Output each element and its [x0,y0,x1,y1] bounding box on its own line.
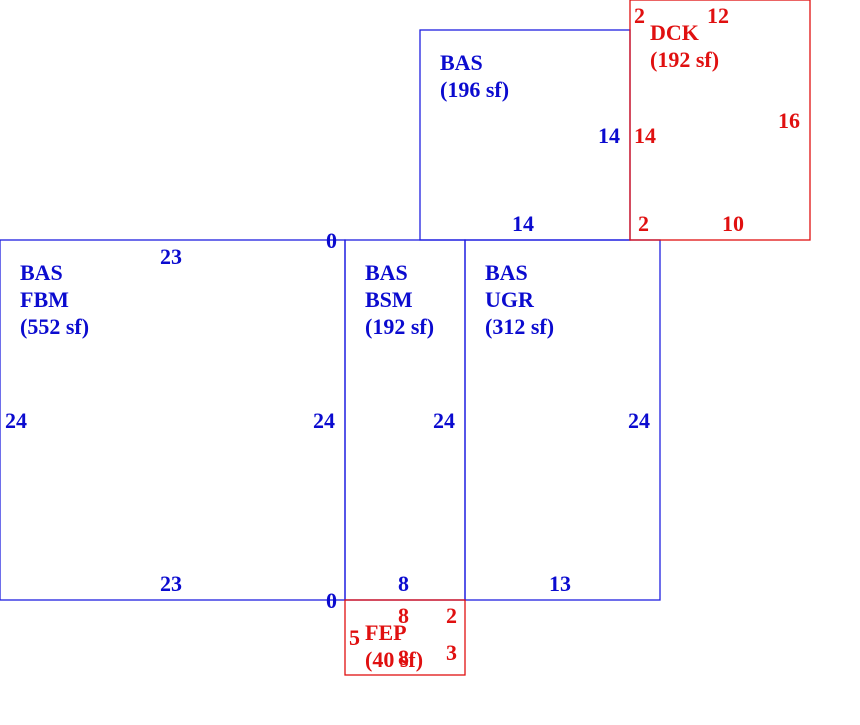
dim-dck-right: 16 [778,108,800,133]
dim-bsm-right: 24 [433,408,455,433]
fep-area: (40 sf) [365,647,423,672]
bas-fbm-sub: FBM [20,287,69,312]
dim-fep-top-right: 2 [446,603,457,628]
dim-dck-bottom: 10 [722,211,744,236]
dim-dck-top: 12 [707,3,729,28]
bas-top-code: BAS [440,50,483,75]
bas-top-area: (196 sf) [440,77,509,102]
fep-outline[interactable] [344,599,466,676]
dim-ugr-right: 24 [628,408,650,433]
bas-fbm-code: BAS [20,260,63,285]
dim-fbm-bottom: 23 [160,571,182,596]
dim-fbm-top: 23 [160,244,182,269]
dim-fep-inner: 8 [398,645,409,670]
dim-ugr-bottom: 13 [549,571,571,596]
dim-dck-left: 14 [634,123,656,148]
bas-ugr-area: (312 sf) [485,314,554,339]
dim-corner-top: 0 [326,228,337,253]
bas-bsm-sub: BSM [365,287,413,312]
dck-code: DCK [650,20,699,45]
dim-dck-bottom-left: 2 [638,211,649,236]
dck-area: (192 sf) [650,47,719,72]
dim-bas-top-bottom: 14 [512,211,534,236]
dim-fep-right: 3 [446,640,457,665]
dim-fbm-left: 24 [5,408,27,433]
fep-code: FEP [365,620,407,645]
dim-bsm-bottom: 8 [398,571,409,596]
bas-ugr-sub: UGR [485,287,535,312]
bas-ugr-outline[interactable] [464,239,661,601]
bas-ugr-code: BAS [485,260,528,285]
dim-corner-bottom: 0 [326,588,337,613]
bas-fbm-area: (552 sf) [20,314,89,339]
dim-fep-left: 5 [349,625,360,650]
dim-fbm-right: 24 [313,408,335,433]
bas-bsm-code: BAS [365,260,408,285]
dim-dck-top-left: 2 [634,3,645,28]
bas-bsm-area: (192 sf) [365,314,434,339]
dck-outline[interactable] [629,0,811,241]
dim-fep-top: 8 [398,603,409,628]
dim-bas-top-right: 14 [598,123,620,148]
